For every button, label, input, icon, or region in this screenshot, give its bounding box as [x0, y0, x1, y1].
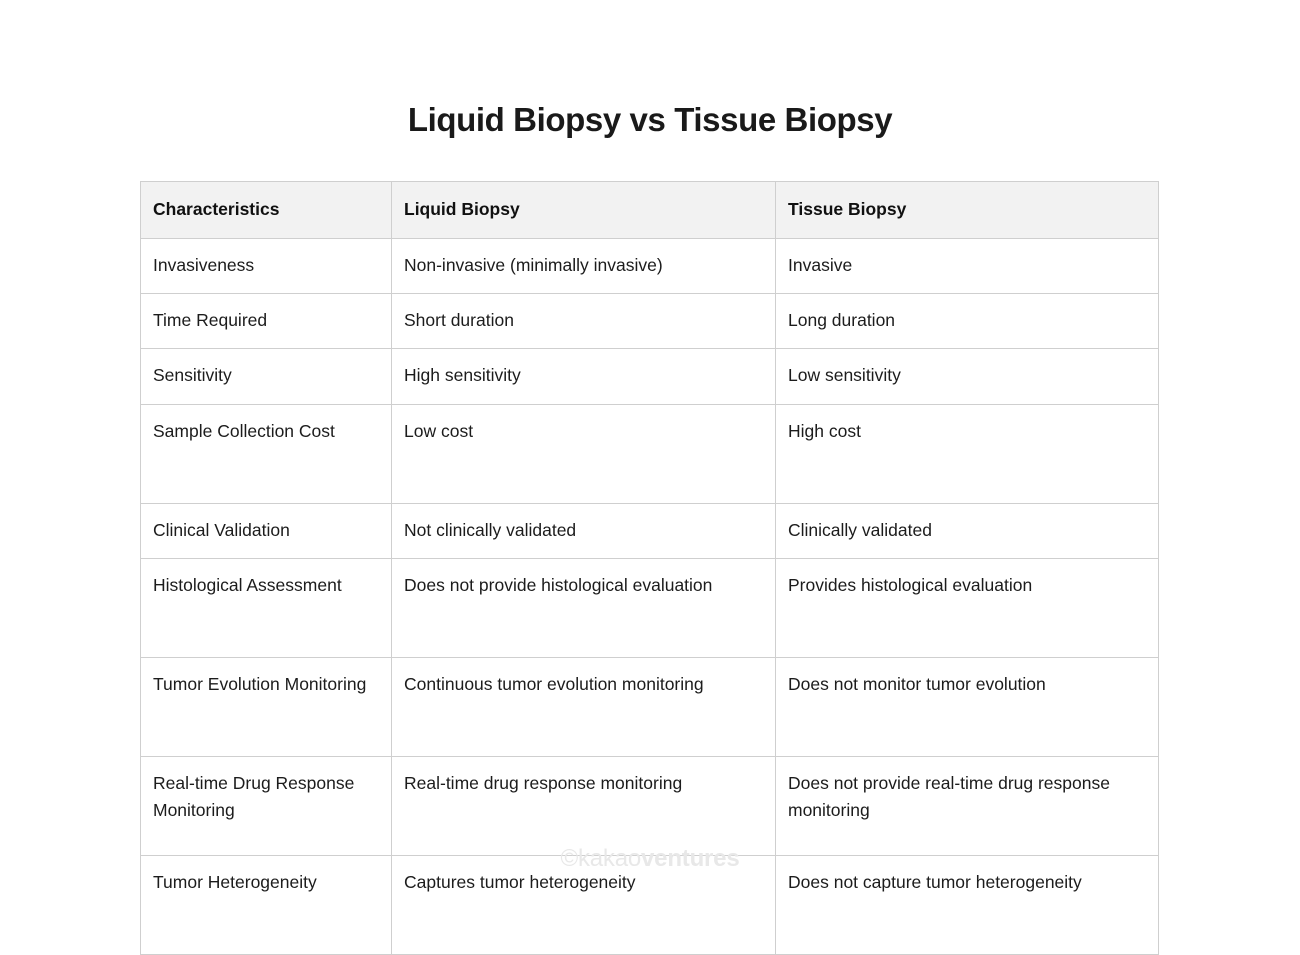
- watermark-brand-bold: ventures: [641, 845, 740, 872]
- copyright-icon: ©: [560, 845, 579, 872]
- table-row: Time Required Short duration Long durati…: [140, 293, 1159, 350]
- cell-characteristic: Sensitivity: [140, 348, 392, 405]
- cell-tissue-biopsy: Clinically validated: [775, 502, 1159, 559]
- table-header-row: Characteristics Liquid Biopsy Tissue Bio…: [140, 180, 1159, 240]
- cell-liquid-biopsy: High sensitivity: [391, 348, 776, 405]
- cell-liquid-biopsy: Low cost: [391, 403, 776, 504]
- cell-tissue-biopsy: High cost: [775, 403, 1159, 504]
- table-row: Clinical Validation Not clinically valid…: [140, 502, 1159, 559]
- table-row: Sample Collection Cost Low cost High cos…: [140, 403, 1159, 504]
- table-row: Invasiveness Non-invasive (minimally inv…: [140, 238, 1159, 295]
- column-header-characteristics: Characteristics: [140, 180, 392, 240]
- cell-tissue-biopsy: Provides histological evaluation: [775, 557, 1159, 658]
- cell-tissue-biopsy: Low sensitivity: [775, 348, 1159, 405]
- cell-characteristic: Time Required: [140, 293, 392, 350]
- cell-liquid-biopsy: Continuous tumor evolution monitoring: [391, 656, 776, 757]
- cell-tissue-biopsy: Long duration: [775, 293, 1159, 350]
- cell-characteristic: Histological Assessment: [140, 557, 392, 658]
- comparison-table-container: Characteristics Liquid Biopsy Tissue Bio…: [140, 180, 1159, 955]
- cell-characteristic: Clinical Validation: [140, 502, 392, 559]
- cell-characteristic: Real-time Drug Response Monitoring: [140, 755, 392, 856]
- cell-tissue-biopsy: Invasive: [775, 238, 1159, 295]
- page-title: Liquid Biopsy vs Tissue Biopsy: [407, 101, 893, 139]
- cell-liquid-biopsy: Real-time drug response monitoring: [391, 755, 776, 856]
- cell-characteristic: Sample Collection Cost: [140, 403, 392, 504]
- table-row: Sensitivity High sensitivity Low sensiti…: [140, 348, 1159, 405]
- watermark-brand-light: kakao: [577, 845, 642, 872]
- cell-tissue-biopsy: Does not monitor tumor evolution: [775, 656, 1159, 757]
- cell-liquid-biopsy: Does not provide histological evaluation: [391, 557, 776, 658]
- watermark: ©kakaoventures: [0, 845, 1300, 873]
- table-row: Tumor Evolution Monitoring Continuous tu…: [140, 656, 1159, 757]
- cell-liquid-biopsy: Not clinically validated: [391, 502, 776, 559]
- cell-liquid-biopsy: Short duration: [391, 293, 776, 350]
- cell-tissue-biopsy: Does not provide real-time drug response…: [775, 755, 1159, 856]
- table-header: Characteristics Liquid Biopsy Tissue Bio…: [140, 180, 1159, 240]
- table-row: Histological Assessment Does not provide…: [140, 557, 1159, 658]
- cell-characteristic: Tumor Evolution Monitoring: [140, 656, 392, 757]
- cell-characteristic: Invasiveness: [140, 238, 392, 295]
- infographic-page: Liquid Biopsy vs Tissue Biopsy Character…: [0, 101, 1300, 955]
- comparison-table: Characteristics Liquid Biopsy Tissue Bio…: [140, 180, 1159, 955]
- column-header-tissue-biopsy: Tissue Biopsy: [775, 180, 1159, 240]
- cell-liquid-biopsy: Non-invasive (minimally invasive): [391, 238, 776, 295]
- table-row: Real-time Drug Response Monitoring Real-…: [140, 755, 1159, 856]
- column-header-liquid-biopsy: Liquid Biopsy: [391, 180, 776, 240]
- table-body: Invasiveness Non-invasive (minimally inv…: [140, 238, 1159, 955]
